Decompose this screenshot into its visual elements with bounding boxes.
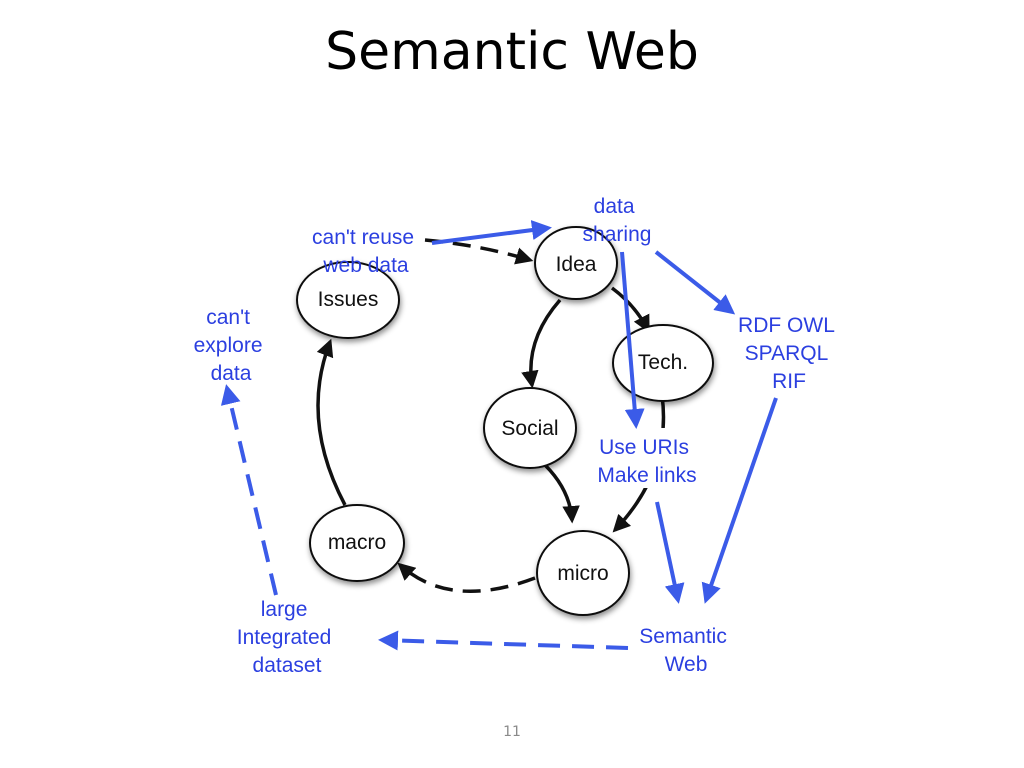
rdf-owl-sparql-rif-label: RDF OWL SPARQL RIF	[738, 314, 840, 393]
cant-reuse-label: can't reuse web data	[312, 226, 420, 277]
cant-explore-label: can't explore data	[194, 306, 269, 385]
arrow-rdf-to-semantic-web	[701, 397, 778, 604]
blue-arrows	[220, 220, 778, 651]
semantic-web-label: Semantic Web	[639, 625, 732, 676]
arrow-social-to-micro	[543, 463, 580, 524]
node-social-label: Social	[501, 417, 558, 440]
node-macro: macro	[309, 504, 405, 582]
arrow-cant-reuse-to-data-sharing	[431, 220, 552, 245]
node-idea-label: Idea	[556, 253, 597, 276]
arrow-micro-to-macro	[397, 562, 536, 593]
node-tech: Tech.	[612, 324, 714, 402]
use-uris-label-bg	[585, 428, 715, 488]
arrow-data-sharing-to-use-uris	[620, 251, 645, 429]
node-tech-label: Tech.	[638, 351, 688, 374]
slide-title: Semantic Web	[325, 22, 699, 82]
arrow-idea-to-tech	[610, 286, 650, 334]
node-macro-label: macro	[328, 531, 386, 554]
use-uris-label: Use URIs Make links	[597, 436, 696, 487]
arrow-idea-to-social	[521, 298, 562, 389]
arrow-data-sharing-to-rdf	[654, 250, 736, 315]
node-issues-label: Issues	[318, 288, 379, 311]
arrow-use-uris-to-semantic-web	[655, 501, 685, 604]
data-sharing-label: data sharing	[583, 195, 652, 246]
blue-labels: can't reuse web data data sharing RDF OW…	[194, 195, 840, 677]
node-micro-label: micro	[557, 562, 608, 585]
arrow-semantic-web-to-dataset	[378, 630, 629, 651]
node-issues: Issues	[296, 261, 400, 339]
arrow-macro-to-issues	[316, 338, 347, 506]
page-number: 11	[503, 724, 521, 740]
arrow-dataset-to-cant-explore	[220, 384, 278, 596]
node-social: Social	[483, 387, 577, 469]
large-dataset-label: large Integrated dataset	[237, 598, 337, 677]
nodes: Issues Idea Tech. Social micro macro	[296, 226, 714, 616]
node-micro: micro	[536, 530, 630, 616]
node-idea: Idea	[534, 226, 618, 300]
